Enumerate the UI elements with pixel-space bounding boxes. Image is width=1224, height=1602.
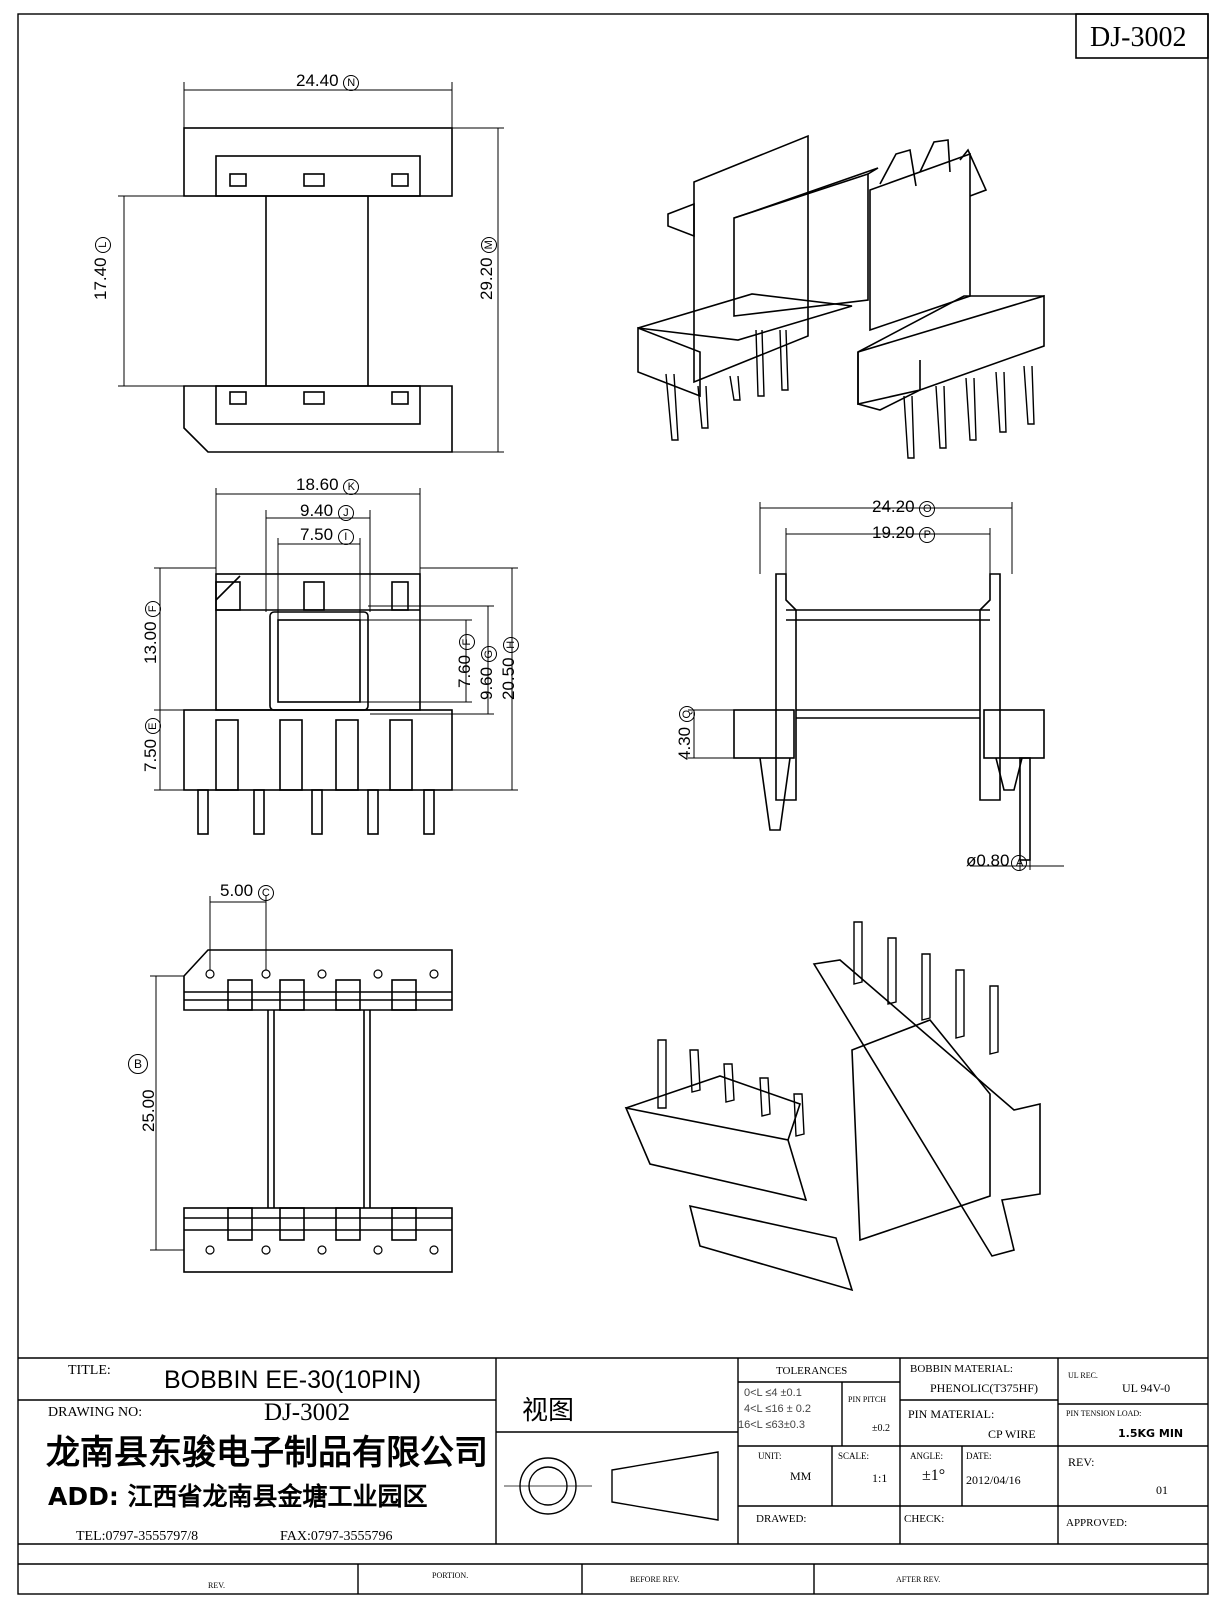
company-name: 龙南县东骏电子制品有限公司 bbox=[46, 1433, 488, 1473]
pin-tension-label: PIN TENSION LOAD: bbox=[1066, 1409, 1142, 1418]
ul-rec-value: UL 94V-0 bbox=[1122, 1381, 1171, 1395]
angle-value: ±1° bbox=[922, 1467, 946, 1484]
drawed-label: DRAWED: bbox=[756, 1513, 807, 1525]
drawing-id: DJ-3002 bbox=[1090, 22, 1187, 53]
bottom-view bbox=[150, 896, 453, 1273]
angle-label: ANGLE: bbox=[910, 1451, 943, 1461]
tol-line-1: 0<L ≤4 ±0.1 bbox=[744, 1387, 802, 1399]
dim-front-core: 7.60 F bbox=[455, 634, 475, 688]
dim-front-mid: 9.40 J bbox=[300, 502, 354, 521]
iso-view-upper bbox=[637, 134, 1045, 459]
dim-side-width: 24.20 O bbox=[872, 498, 936, 517]
check-label: CHECK: bbox=[904, 1513, 945, 1525]
pin-tension-value: 1.5KG MIN bbox=[1118, 1427, 1184, 1440]
pin-pitch-label: PIN PITCH bbox=[848, 1395, 887, 1404]
rev-label: REV: bbox=[1068, 1455, 1095, 1469]
title-value: BOBBIN EE-30(10PIN) bbox=[164, 1366, 422, 1394]
dim-front-upper: 13.00 F bbox=[141, 600, 161, 664]
after-rev-col-header: AFTER REV. bbox=[896, 1575, 941, 1584]
dim-front-width: 18.60 K bbox=[296, 476, 360, 495]
unit-value: MM bbox=[790, 1469, 812, 1483]
bobbin-material-value: PHENOLIC(T375HF) bbox=[930, 1381, 1038, 1395]
drawing-no-value: DJ-3002 bbox=[264, 1399, 351, 1426]
id-box bbox=[1075, 13, 1209, 59]
dim-side-inner: 19.20 P bbox=[872, 524, 936, 543]
front-view bbox=[154, 488, 518, 835]
ul-rec-label: UL REC. bbox=[1068, 1371, 1098, 1380]
drawing-no-label: DRAWING NO: bbox=[48, 1405, 143, 1420]
dim-row-span: 25.00 bbox=[139, 1089, 158, 1132]
scale-value: 1:1 bbox=[872, 1471, 888, 1485]
bobbin-material-label: BOBBIN MATERIAL: bbox=[910, 1363, 1013, 1375]
sheet-border bbox=[17, 13, 1209, 1595]
dim-pitch: 5.00 C bbox=[220, 882, 274, 901]
pin-material-label: PIN MATERIAL: bbox=[908, 1407, 995, 1421]
dim-side-base: 4.30 Q bbox=[675, 706, 695, 760]
title-block-lines bbox=[18, 1357, 1208, 1594]
pin-material-value: CP WIRE bbox=[988, 1427, 1036, 1441]
company-address: ADD: 江西省龙南县金塘工业园区 bbox=[48, 1482, 428, 1511]
iso-view-lower bbox=[624, 921, 1041, 1292]
dim-front-inner: 7.50 I bbox=[300, 526, 354, 545]
dim-top-inner-height: 17.40 L bbox=[91, 236, 111, 300]
date-label: DATE: bbox=[966, 1451, 992, 1461]
dim-front-lower: 7.50 E bbox=[141, 718, 161, 772]
pin-pitch-value: ±0.2 bbox=[872, 1423, 890, 1434]
side-view bbox=[688, 502, 1064, 870]
dim-front-core-outer: 9.60 G bbox=[477, 646, 497, 700]
unit-label: UNIT: bbox=[758, 1451, 782, 1461]
tol-line-3: 16<L ≤63±0.3 bbox=[738, 1419, 806, 1431]
dim-front-total: 20.50 H bbox=[499, 636, 519, 700]
date-value: 2012/04/16 bbox=[966, 1473, 1021, 1487]
company-tel: TEL:0797-3555797/8 bbox=[76, 1529, 199, 1544]
dim-top-width: 24.40 N bbox=[296, 72, 360, 91]
scale-label: SCALE: bbox=[838, 1451, 870, 1461]
portion-col-header: PORTION. bbox=[432, 1571, 469, 1580]
top-view bbox=[118, 82, 504, 453]
tolerances-label: TOLERANCES bbox=[776, 1365, 848, 1377]
tol-line-2: 4<L ≤16 ± 0.2 bbox=[744, 1403, 812, 1415]
view-label: 视图 bbox=[522, 1396, 575, 1426]
dim-top-height: 29.20 M bbox=[477, 236, 497, 300]
dim-row-span-tag: B bbox=[128, 1054, 148, 1074]
approved-label: APPROVED: bbox=[1066, 1517, 1128, 1529]
rev-col-header: REV. bbox=[208, 1581, 225, 1590]
rev-value: 01 bbox=[1156, 1483, 1168, 1497]
company-fax: FAX:0797-3555796 bbox=[280, 1529, 393, 1544]
title-label: TITLE: bbox=[68, 1363, 111, 1378]
before-rev-col-header: BEFORE REV. bbox=[630, 1575, 680, 1584]
